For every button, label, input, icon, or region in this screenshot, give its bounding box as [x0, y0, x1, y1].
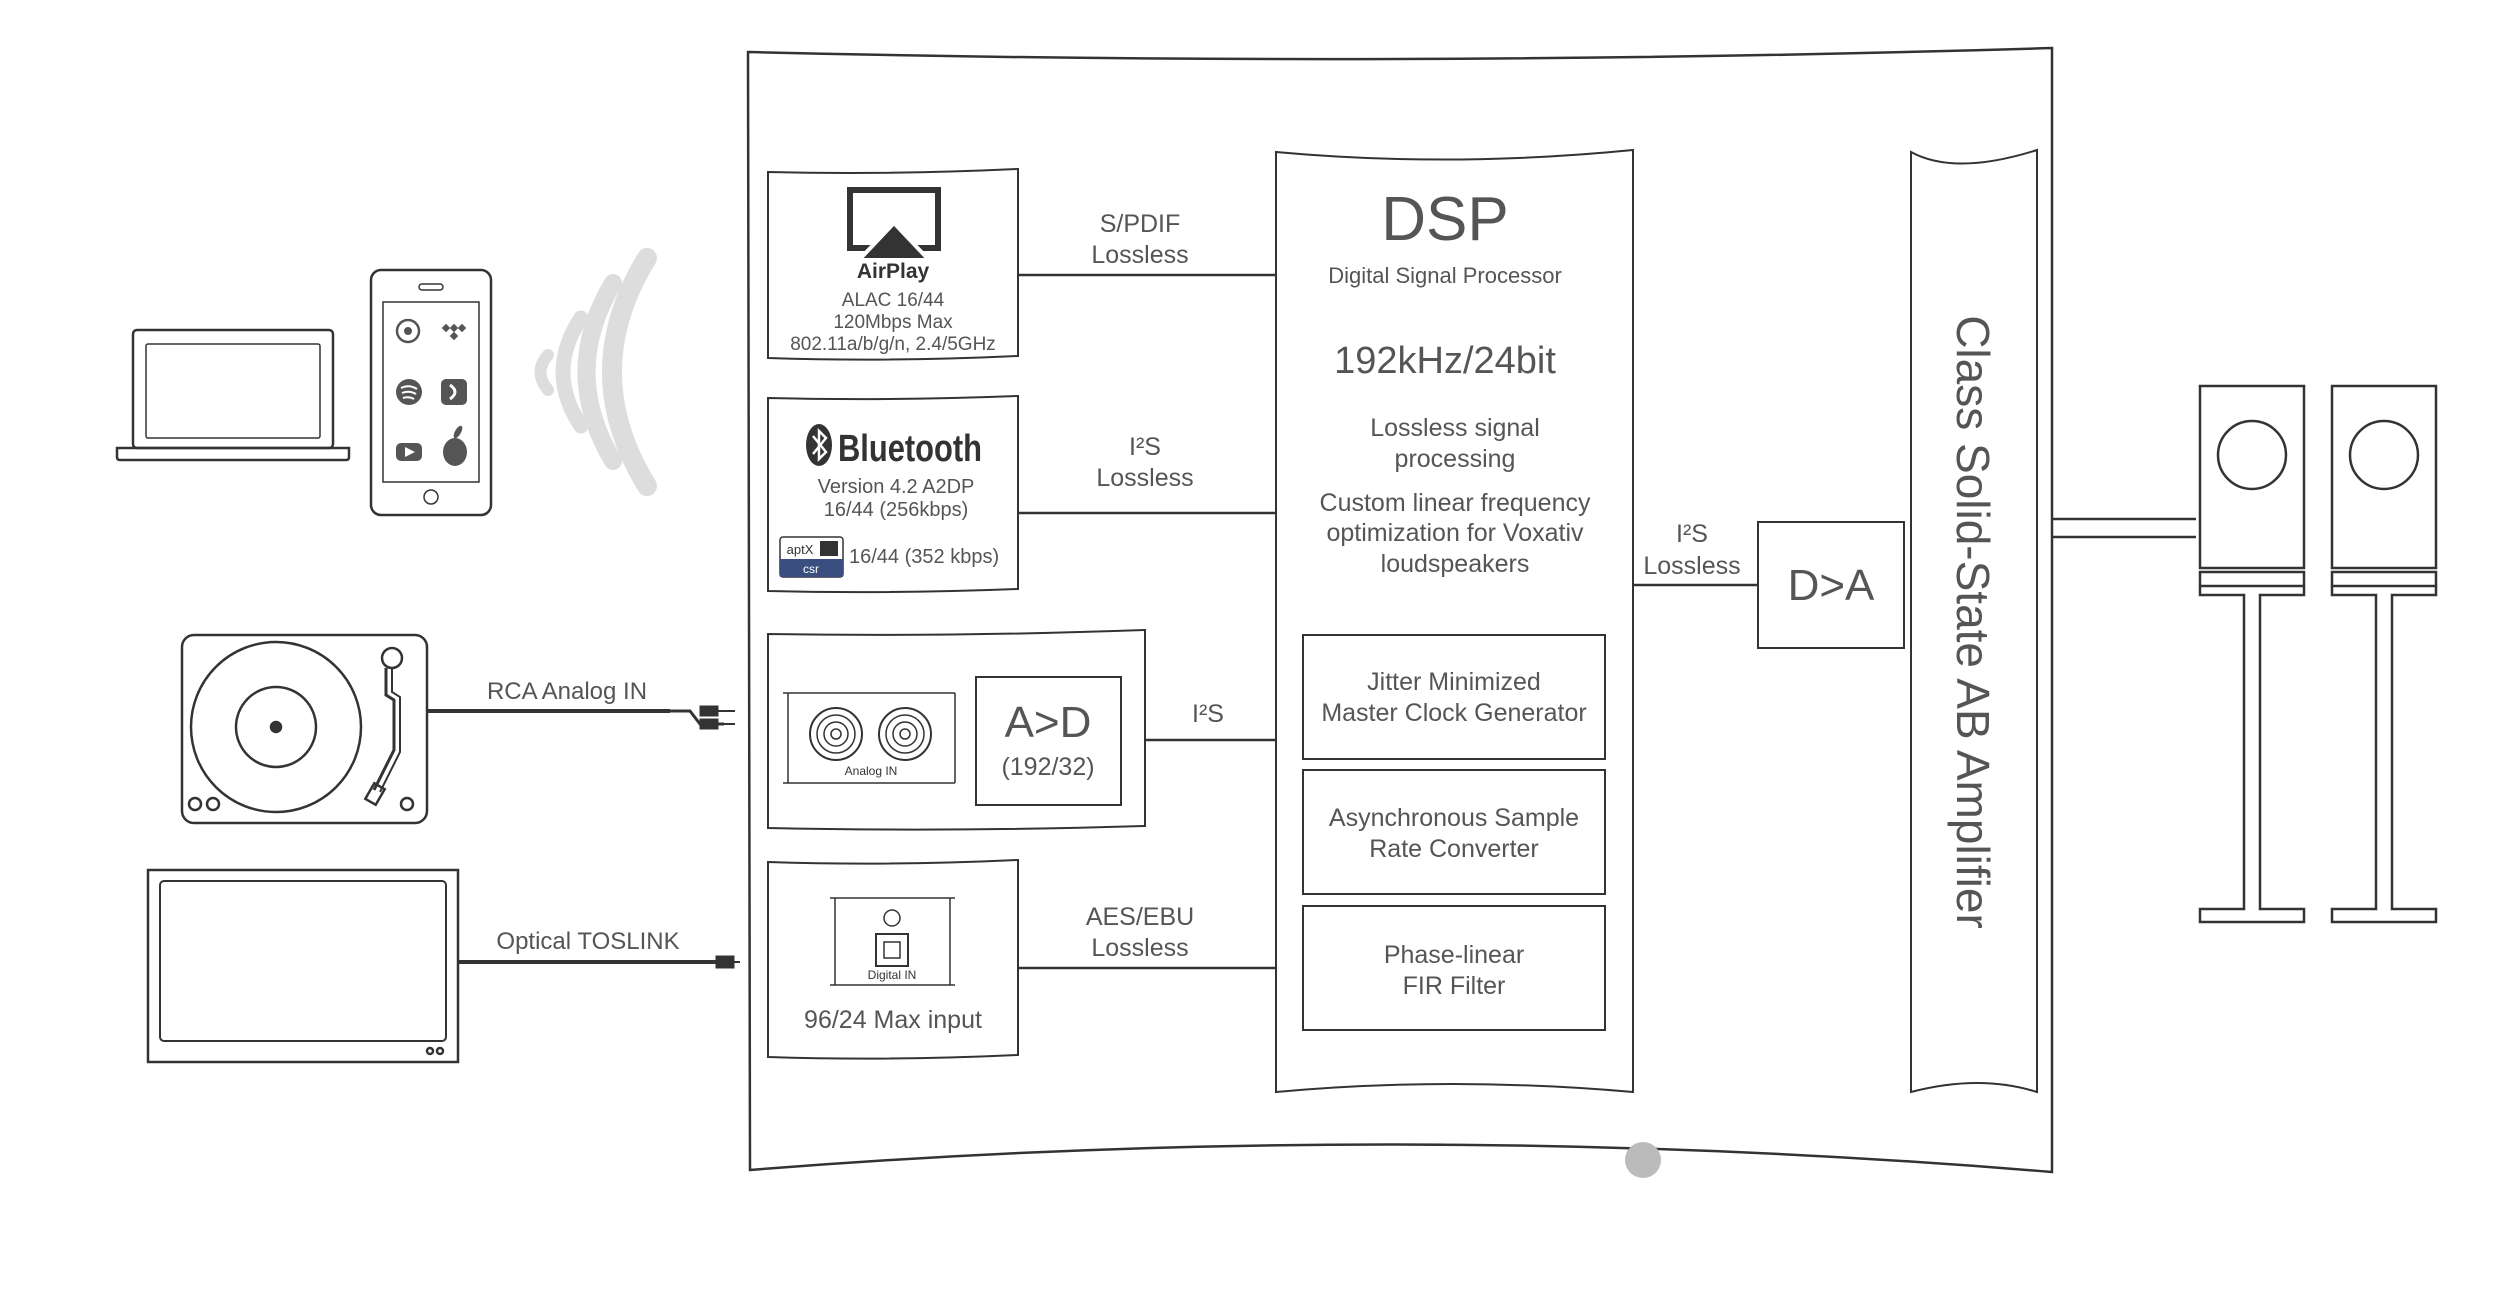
digital-jack-label: Digital IN [868, 968, 917, 982]
dsp-feature1-line1: Lossless signal [1370, 414, 1540, 442]
aes-ebu-label: AES/EBU [1086, 903, 1194, 931]
amplifier-block: Class Solid-State AB Amplifier [1910, 148, 2038, 1094]
fir-filter-line1: Phase-linear [1384, 941, 1524, 969]
ad-converter-box [975, 676, 1122, 806]
bluetooth-icon [806, 424, 832, 466]
analog-jack-panel [783, 692, 956, 784]
speaker-icon [2198, 384, 2306, 924]
airplay-icon [847, 187, 941, 262]
svg-text:csr: csr [803, 562, 819, 576]
app-icons [395, 318, 467, 466]
dsp-title: DSP [1381, 185, 1508, 254]
analog-input-box: Analog IN A>D (192/32) [767, 628, 1146, 831]
bluetooth-line2: 16/44 (256kbps) [824, 499, 969, 521]
sample-rate-converter-line2: Rate Converter [1369, 835, 1539, 863]
aes-lossless-label: Lossless [1091, 934, 1188, 962]
sample-rate-converter-line1: Asynchronous Sample [1329, 804, 1579, 832]
optical-toslink-label: Optical TOSLINK [496, 928, 679, 955]
aptx-csr-logo: aptX csr [779, 536, 844, 578]
dsp-block: DSP Digital Signal Processor 192kHz/24bi… [1275, 148, 1634, 1094]
dsp-feature2-line3: loudspeakers [1381, 550, 1530, 578]
digital-input-box: Digital IN 96/24 Max input [767, 858, 1019, 1060]
dsp-feature2-line1: Custom linear frequency [1320, 489, 1591, 517]
dsp-out-i2s-label: I²S [1676, 520, 1708, 548]
rca-cable [427, 705, 735, 730]
laptop-icon [115, 328, 351, 462]
da-converter-label: D>A [1788, 561, 1875, 610]
digital-max-input: 96/24 Max input [804, 1006, 982, 1034]
dsp-feature2-line2: optimization for Voxativ [1326, 519, 1584, 547]
analog-jack-label: Analog IN [845, 764, 898, 778]
airplay-name: AirPlay [857, 260, 930, 283]
connection-lines [1018, 273, 1758, 970]
rca-analog-in-label: RCA Analog IN [487, 678, 647, 705]
optical-cable [458, 955, 740, 969]
svg-text:aptX: aptX [787, 542, 814, 557]
dsp-feature1-line2: processing [1395, 445, 1516, 473]
smartphone-icon [369, 268, 493, 517]
wifi-waves-icon [534, 248, 657, 496]
spdif-label: S/PDIF [1100, 210, 1181, 238]
ad-converter-label: A>D [1005, 698, 1092, 747]
amplifier-label: Class Solid-State AB Amplifier [1947, 315, 1999, 929]
airplay-line1: ALAC 16/44 [842, 290, 945, 311]
bluetooth-line1: Version 4.2 A2DP [818, 476, 975, 498]
speaker-icon [2330, 384, 2438, 924]
bt-lossless-label: Lossless [1096, 464, 1193, 492]
turntable-icon [180, 633, 429, 825]
clock-generator-line1: Jitter Minimized [1367, 668, 1541, 696]
spdif-lossless-label: Lossless [1091, 241, 1188, 269]
bluetooth-name: Bluetooth [838, 428, 982, 470]
clock-generator-line2: Master Clock Generator [1321, 699, 1586, 727]
dsp-out-lossless-label: Lossless [1643, 552, 1740, 580]
analog-i2s-label: I²S [1192, 700, 1224, 728]
tidal-app-icon [441, 323, 467, 341]
scroll-indicator-dot [1625, 1142, 1661, 1178]
aptx-rate: 16/44 (352 kbps) [849, 546, 999, 568]
dsp-rate: 192kHz/24bit [1334, 340, 1556, 382]
television-icon [146, 868, 460, 1064]
bluetooth-input-box: Bluetooth Version 4.2 A2DP 16/44 (256kbp… [767, 394, 1019, 594]
sample-rate-converter-block [1302, 769, 1606, 895]
airplay-line3: 802.11a/b/g/n, 2.4/5GHz [790, 334, 996, 355]
da-converter-block [1757, 521, 1905, 649]
airplay-input-box: AirPlay ALAC 16/44 120Mbps Max 802.11a/b… [767, 167, 1019, 361]
fir-filter-line2: FIR Filter [1403, 972, 1506, 1000]
ad-converter-rate: (192/32) [1001, 753, 1094, 781]
dsp-subtitle: Digital Signal Processor [1328, 263, 1562, 288]
speaker-cable [2052, 517, 2196, 539]
clock-generator-block [1302, 634, 1606, 760]
bt-i2s-label: I²S [1129, 433, 1161, 461]
fir-filter-block [1302, 905, 1606, 1031]
airplay-line2: 120Mbps Max [833, 312, 953, 333]
apple-music-icon [443, 425, 467, 466]
optical-jack-panel [830, 897, 955, 986]
